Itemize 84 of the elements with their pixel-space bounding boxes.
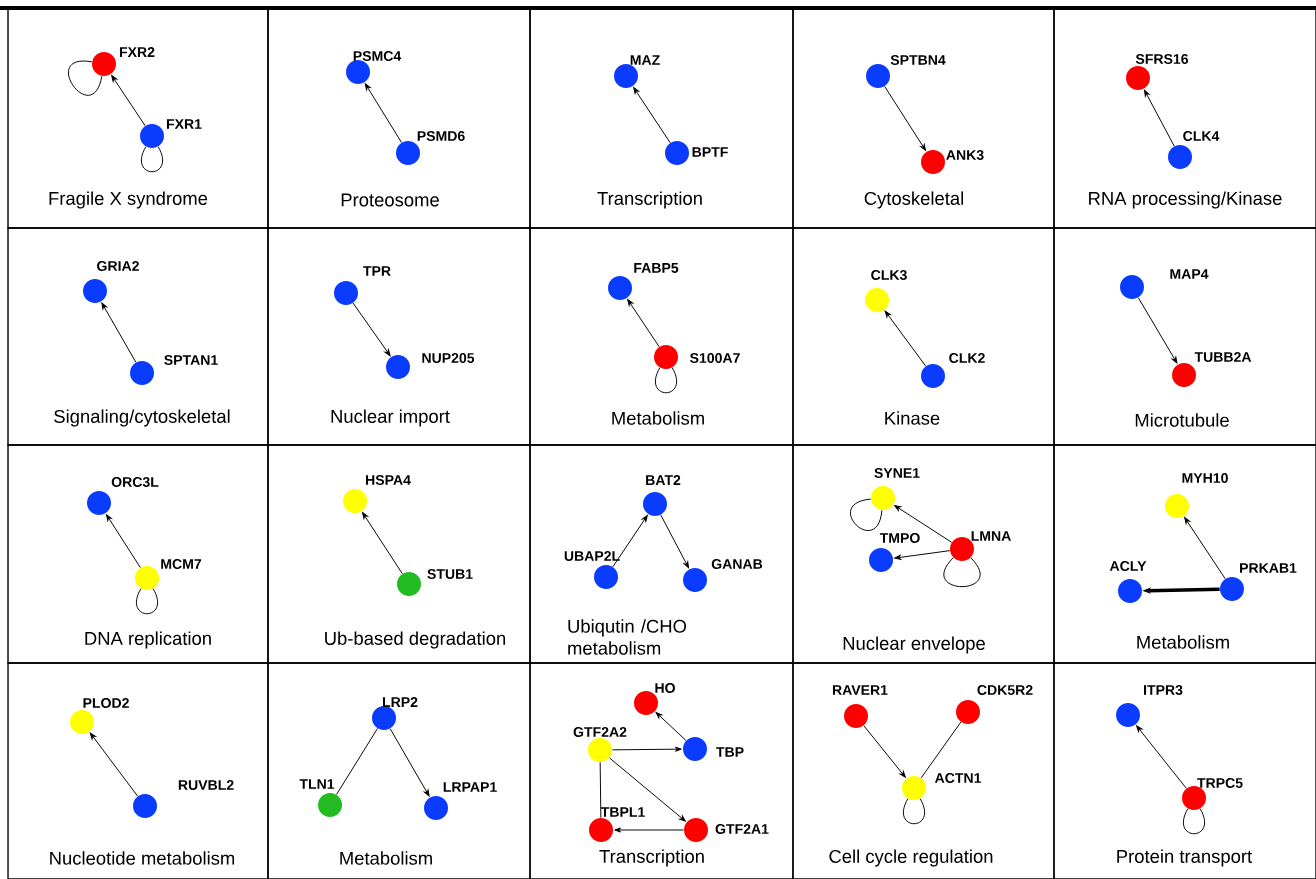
arrow <box>863 725 906 778</box>
arrow <box>105 514 141 569</box>
gene-label: LMNA <box>971 531 1011 541</box>
gene-label: TMPO <box>879 533 920 543</box>
self-loop <box>1182 808 1206 835</box>
gene-label: TPR <box>363 266 391 276</box>
gene-label: LRP2 <box>383 697 418 707</box>
self-loop <box>850 498 883 531</box>
gene-label: GTF2A1 <box>715 824 769 834</box>
self-loop <box>140 146 164 173</box>
gene-label: ANK3 <box>946 150 984 160</box>
gene-label: PSMD6 <box>417 131 465 141</box>
arrow <box>389 728 430 797</box>
connector-line <box>336 728 378 795</box>
arrow <box>612 514 648 568</box>
connector-line <box>920 721 962 779</box>
gene-label: TBPL1 <box>600 807 645 817</box>
arrow <box>884 310 927 367</box>
arrow <box>1136 725 1187 789</box>
gene-label: TBP <box>716 747 744 757</box>
self-loop <box>67 60 103 96</box>
arrow <box>609 757 686 822</box>
arrow <box>660 514 690 569</box>
gene-label: ACTN1 <box>934 773 982 783</box>
gene-label: TLN1 <box>299 779 335 789</box>
gene-label: CLK4 <box>1183 131 1220 141</box>
gene-label: GRIA2 <box>97 261 139 271</box>
gene-label: RUVBL2 <box>178 780 234 790</box>
gene-label: PRKAB1 <box>1240 563 1297 573</box>
gene-label: PSMC4 <box>353 51 402 61</box>
gene-label: MCM7 <box>161 559 202 569</box>
gene-label: S100A7 <box>690 353 740 363</box>
gene-label: CDK5R2 <box>977 685 1033 695</box>
gene-label: MYH10 <box>1182 473 1228 483</box>
arrow <box>362 512 403 575</box>
arrow <box>1144 89 1175 147</box>
gene-label: GTF2A2 <box>573 727 627 737</box>
gene-label: STUB1 <box>427 569 473 579</box>
gene-label: UBAP2L <box>564 551 620 561</box>
self-loop <box>654 367 678 394</box>
gene-label: FXR1 <box>167 119 202 129</box>
gene-label: HSPA4 <box>366 475 411 485</box>
self-loop <box>902 798 926 825</box>
arrow <box>1137 297 1178 364</box>
gene-label: PLOD2 <box>83 698 129 708</box>
gene-label: CLK3 <box>871 270 907 280</box>
arrow <box>364 83 402 143</box>
connector-line <box>599 761 602 819</box>
arrow <box>614 827 685 833</box>
gene-label: GANAB <box>711 559 763 569</box>
gene-label: ACLY <box>1109 561 1147 571</box>
gene-label: LRPAP1 <box>443 782 497 792</box>
gene-label: FXR2 <box>120 47 155 57</box>
self-loop <box>135 588 159 615</box>
gene-label: SYNE1 <box>874 468 920 478</box>
gene-label: TRPC5 <box>1197 778 1243 788</box>
gene-label: SPTAN1 <box>164 355 218 365</box>
gene-label: ORC3L <box>111 477 159 487</box>
gene-label: TUBB2A <box>1194 352 1252 362</box>
arrow <box>894 505 953 543</box>
gene-label: SPTBN4 <box>890 55 946 65</box>
gene-label: MAZ <box>630 55 660 65</box>
arrow <box>627 298 660 348</box>
gene-label: BAT2 <box>646 475 681 485</box>
arrow <box>352 302 391 357</box>
gene-label: FABP5 <box>634 263 679 273</box>
arrow <box>101 302 137 363</box>
arrow <box>894 550 951 560</box>
arrow <box>633 87 671 144</box>
arrow <box>884 85 927 151</box>
gene-label: ITPR3 <box>1144 685 1183 695</box>
arrow <box>655 711 687 742</box>
self-loop <box>943 557 981 588</box>
gene-label: SFRS16 <box>1135 54 1189 64</box>
arrow <box>1184 517 1226 580</box>
arrow <box>89 732 139 797</box>
gene-label: MAP4 <box>1170 269 1209 279</box>
gene-label: BPTF <box>692 147 728 157</box>
arrow <box>611 746 682 752</box>
gene-label: CLK2 <box>949 353 985 363</box>
gene-label: HO <box>655 683 675 693</box>
gene-label: RAVER1 <box>832 685 888 695</box>
arrow <box>111 74 146 127</box>
gene-label: NUP205 <box>422 353 475 363</box>
